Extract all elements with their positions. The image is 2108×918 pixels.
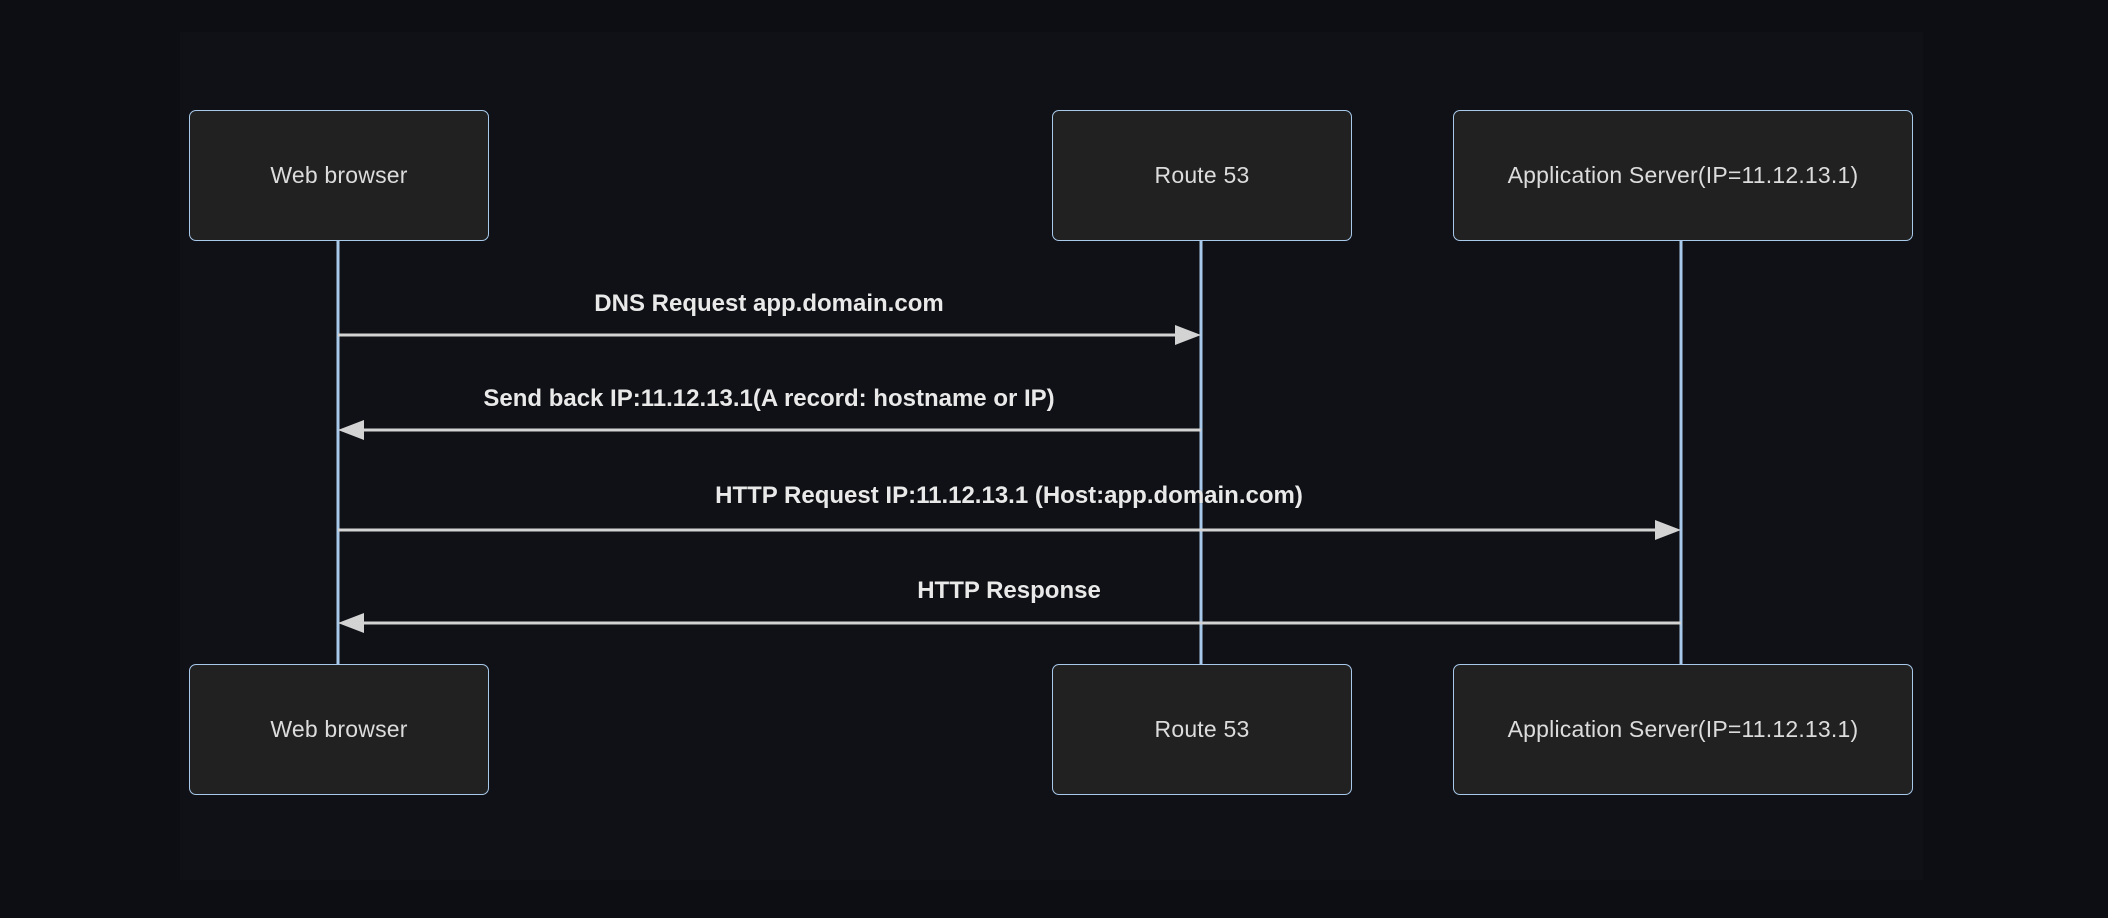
participant-label-appserver: Application Server(IP=11.12.13.1): [1507, 162, 1859, 188]
participant-label-route53: Route 53: [1154, 716, 1250, 742]
participant-box-browser-bottom[interactable]: Web browser: [189, 664, 489, 795]
participant-label-browser: Web browser: [270, 716, 408, 742]
arrowhead-1: [1175, 325, 1201, 345]
arrowhead-2: [338, 420, 364, 440]
message-arrow-group: [338, 325, 1681, 633]
message-label-1: DNS Request app.domain.com: [594, 290, 944, 317]
message-label-4: HTTP Response: [917, 577, 1101, 604]
participant-box-browser-top[interactable]: Web browser: [189, 110, 489, 241]
participant-box-appserver-bottom[interactable]: Application Server(IP=11.12.13.1): [1453, 664, 1913, 795]
participant-label-appserver: Application Server(IP=11.12.13.1): [1507, 716, 1859, 742]
message-label-3: HTTP Request IP:11.12.13.1 (Host:app.dom…: [715, 482, 1303, 509]
message-label-2: Send back IP:11.12.13.1(A record: hostna…: [483, 385, 1055, 412]
participant-label-route53: Route 53: [1154, 162, 1250, 188]
lifeline-group: [336, 241, 1683, 664]
participant-label-browser: Web browser: [270, 162, 408, 188]
participant-box-route53-bottom[interactable]: Route 53: [1052, 664, 1352, 795]
arrowhead-3: [1655, 520, 1681, 540]
arrowhead-4: [338, 613, 364, 633]
participant-box-appserver-top[interactable]: Application Server(IP=11.12.13.1): [1453, 110, 1913, 241]
participant-box-route53-top[interactable]: Route 53: [1052, 110, 1352, 241]
